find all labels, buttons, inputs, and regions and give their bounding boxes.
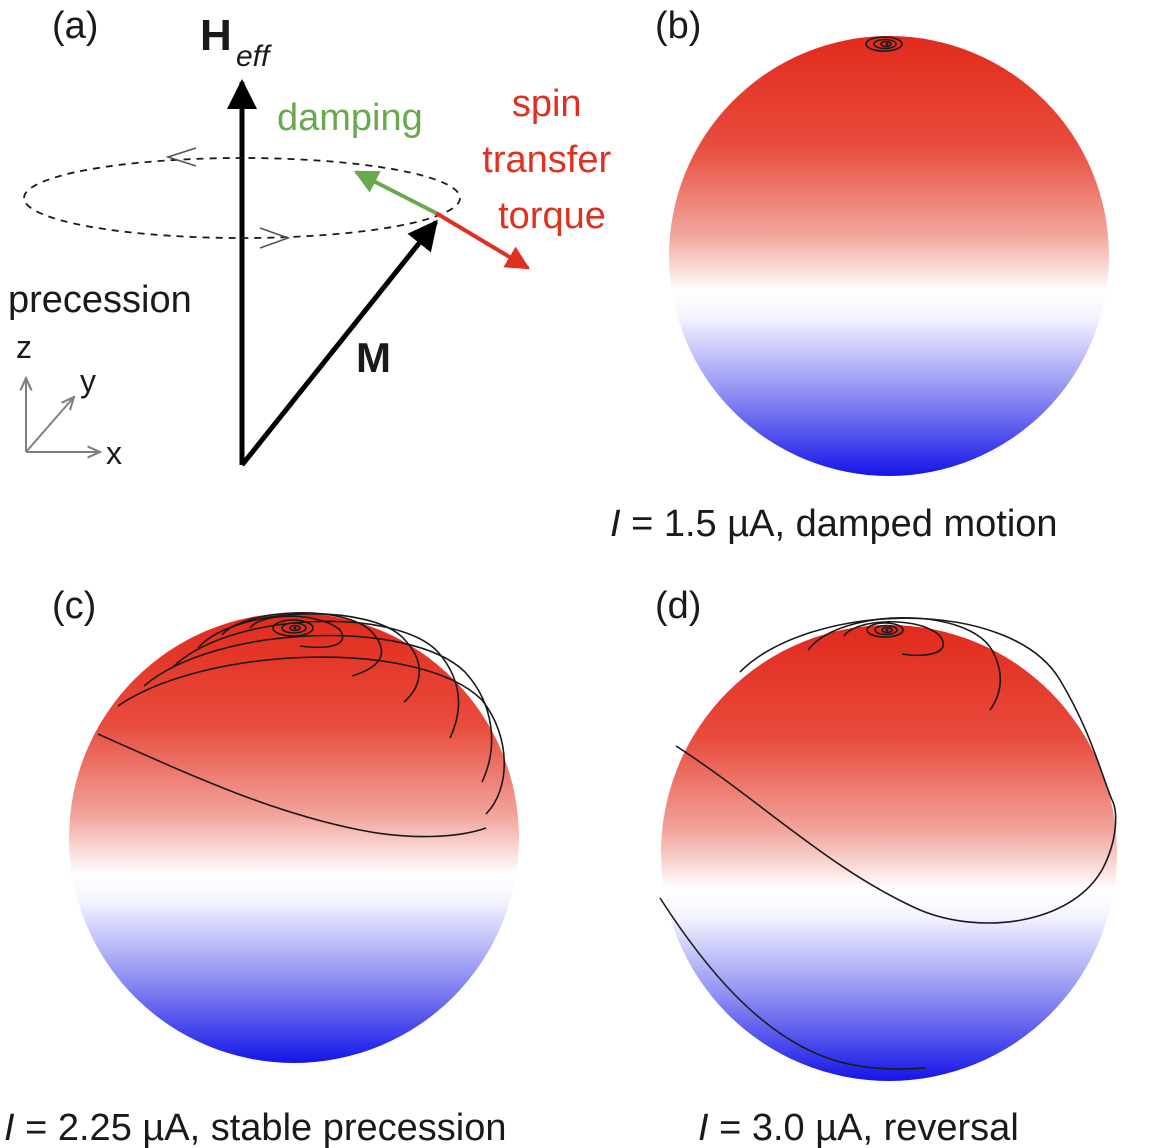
precession-direction-arrow-back (165, 147, 197, 167)
magnetization-label: M (356, 334, 391, 381)
panel-c: (c) I = 2.25 µA, stable precession (4, 585, 519, 1148)
panel-b-label: (b) (655, 5, 701, 47)
precession-label: precession (8, 279, 192, 321)
caption-c: I = 2.25 µA, stable precession (4, 1107, 506, 1148)
panel-a-label: (a) (52, 5, 98, 47)
y-axis-label: y (80, 363, 96, 399)
x-axis-label: x (106, 435, 122, 471)
caption-b: I = 1.5 µA, damped motion (610, 503, 1058, 545)
sphere-d (661, 625, 1117, 1081)
damping-arrow (353, 170, 437, 215)
panel-a: (a) H eff M damping spin transfer torque… (8, 5, 621, 471)
z-axis-label: z (16, 329, 32, 365)
precession-orbit (23, 157, 461, 239)
trajectory-d (659, 616, 1117, 1070)
precession-direction-arrow-front (259, 227, 291, 249)
spin-transfer-torque-label: spin transfer torque (482, 83, 621, 237)
coordinate-axes: z y x (16, 329, 122, 471)
spin-transfer-torque-arrow (434, 211, 531, 270)
trajectory-b (865, 36, 903, 52)
panel-d-label: (d) (655, 585, 701, 627)
caption-d: I = 3.0 µA, reversal (698, 1107, 1019, 1148)
y-axis (25, 397, 74, 453)
heff-label: H (200, 11, 232, 60)
magnetization-arrow (240, 219, 438, 467)
damping-label: damping (277, 97, 423, 139)
sphere-c (69, 613, 519, 1063)
panel-c-label: (c) (52, 585, 96, 627)
heff-subscript: eff (236, 40, 272, 73)
panel-d: (d) I = 3.0 µA, reversal (655, 585, 1117, 1148)
trajectory-c (97, 612, 506, 838)
panel-b: (b) I = 1.5 µA, damped motion (610, 5, 1109, 545)
sphere-b (669, 36, 1109, 476)
